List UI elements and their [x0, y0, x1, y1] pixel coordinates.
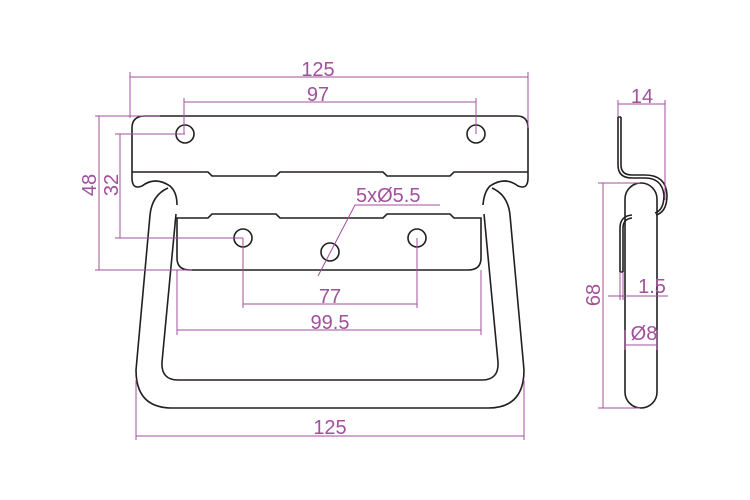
side-bottom-plate [619, 214, 633, 273]
dim-rod-diameter: Ø8 [631, 323, 658, 345]
dim-48: 48 [79, 174, 101, 196]
handle-outer [135, 187, 525, 409]
bottom-plate [176, 213, 482, 271]
dim-14: 14 [631, 86, 653, 108]
dim-97: 97 [307, 84, 329, 106]
dim-32: 32 [101, 174, 123, 196]
dim-77: 77 [319, 286, 341, 308]
top-plate [131, 115, 529, 206]
handle-inner [161, 213, 499, 381]
dim-125-top: 125 [301, 59, 334, 81]
front-view [131, 115, 529, 409]
dim-1-5: 1.5 [638, 276, 666, 298]
dim-125-bottom: 125 [313, 417, 346, 439]
dim-68: 68 [583, 284, 605, 306]
dim-99-5: 99.5 [311, 312, 350, 334]
holes-callout: 5xØ5.5 [356, 185, 420, 207]
hole-bottom-center [320, 242, 340, 262]
dimensions [95, 72, 668, 440]
dimension-labels: 125 97 48 32 5xØ5.5 77 99.5 125 14 68 1.… [79, 59, 666, 439]
side-view [617, 116, 668, 409]
